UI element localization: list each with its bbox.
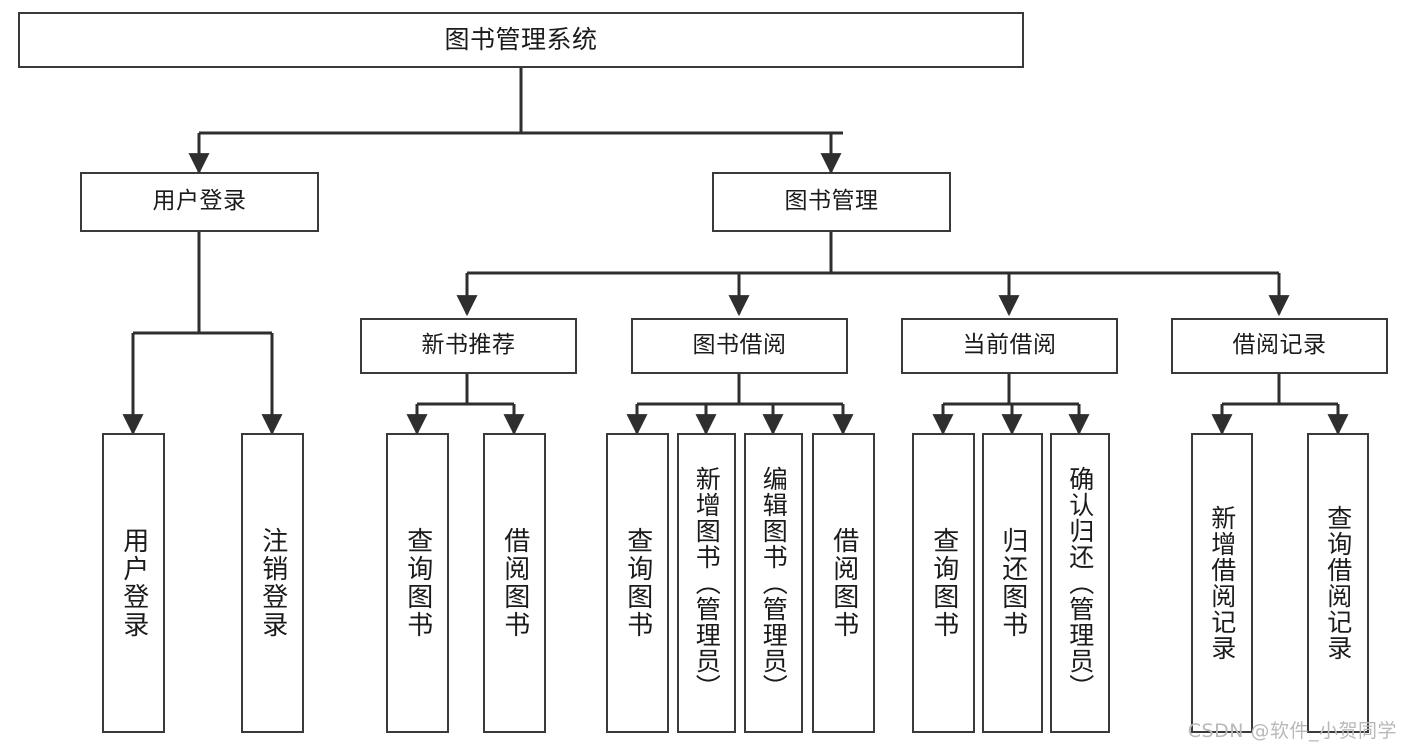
node-leaf-query-book-3[interactable]: 查询图书 — [912, 433, 975, 733]
node-leaf-user-logout-label: 注销登录 — [257, 527, 288, 639]
node-leaf-user-logout[interactable]: 注销登录 — [241, 433, 304, 733]
node-leaf-user-login[interactable]: 用户登录 — [102, 433, 165, 733]
node-borrow-record[interactable]: 借阅记录 — [1171, 318, 1388, 374]
node-leaf-confirm-return[interactable]: 确认归还（管理员） — [1050, 433, 1110, 733]
node-book-manage-label: 图书管理 — [784, 188, 879, 215]
node-root-label: 图书管理系统 — [444, 25, 598, 55]
watermark-text: CSDN @软件_小贺同学 — [1187, 720, 1397, 742]
node-book-borrow-label: 图书借阅 — [692, 332, 787, 359]
node-leaf-borrow-book-1[interactable]: 借阅图书 — [483, 433, 546, 733]
node-leaf-query-record[interactable]: 查询借阅记录 — [1307, 433, 1369, 733]
node-leaf-query-record-label: 查询借阅记录 — [1323, 505, 1353, 661]
node-leaf-query-book-1[interactable]: 查询图书 — [386, 433, 449, 733]
node-current-borrow-label: 当前借阅 — [962, 332, 1057, 359]
node-leaf-borrow-book-2[interactable]: 借阅图书 — [812, 433, 875, 733]
node-book-manage[interactable]: 图书管理 — [712, 172, 951, 232]
node-user-login-label: 用户登录 — [152, 188, 247, 215]
node-leaf-add-record-label: 新增借阅记录 — [1207, 505, 1237, 661]
node-current-borrow[interactable]: 当前借阅 — [901, 318, 1118, 374]
node-leaf-user-login-label: 用户登录 — [118, 527, 149, 639]
node-leaf-query-book-3-label: 查询图书 — [928, 527, 959, 639]
node-leaf-borrow-book-1-label: 借阅图书 — [499, 527, 530, 639]
node-leaf-query-book-2-label: 查询图书 — [622, 527, 653, 639]
node-root[interactable]: 图书管理系统 — [18, 12, 1024, 68]
node-leaf-add-book-label: 新增图书（管理员） — [692, 466, 722, 700]
node-leaf-add-record[interactable]: 新增借阅记录 — [1191, 433, 1253, 733]
node-new-book-rec[interactable]: 新书推荐 — [360, 318, 577, 374]
node-leaf-query-book-2[interactable]: 查询图书 — [606, 433, 669, 733]
node-leaf-borrow-book-2-label: 借阅图书 — [828, 527, 859, 639]
node-book-borrow[interactable]: 图书借阅 — [631, 318, 848, 374]
node-leaf-confirm-return-label: 确认归还（管理员） — [1065, 466, 1095, 700]
node-borrow-record-label: 借阅记录 — [1232, 332, 1327, 359]
node-leaf-edit-book-label: 编辑图书（管理员） — [759, 466, 789, 700]
node-leaf-query-book-1-label: 查询图书 — [402, 527, 433, 639]
node-leaf-return-book-label: 归还图书 — [997, 527, 1028, 639]
node-leaf-add-book[interactable]: 新增图书（管理员） — [677, 433, 736, 733]
node-user-login[interactable]: 用户登录 — [80, 172, 319, 232]
node-new-book-rec-label: 新书推荐 — [421, 332, 516, 359]
node-leaf-return-book[interactable]: 归还图书 — [982, 433, 1043, 733]
node-leaf-edit-book[interactable]: 编辑图书（管理员） — [744, 433, 803, 733]
